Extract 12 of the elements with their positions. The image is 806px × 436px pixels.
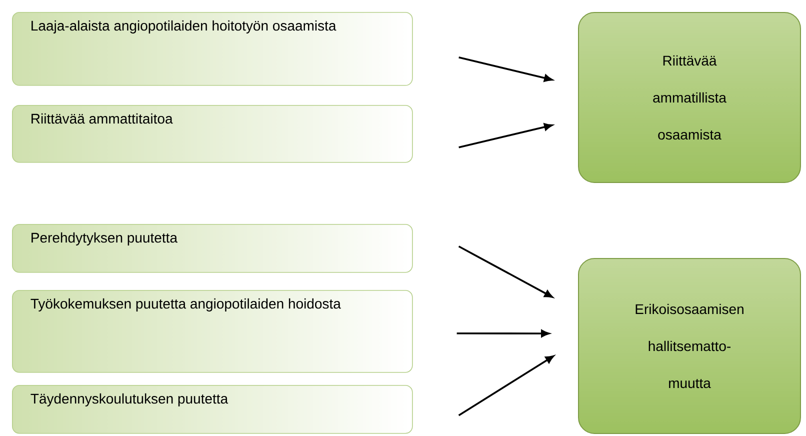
- text-box: Perehdytyksen puutetta: [12, 224, 413, 273]
- result-box: Riittävää ammatillista osaamista: [578, 12, 801, 183]
- arrow: [456, 330, 550, 338]
- text-box: Laaja-alaista angiopotilaiden hoitotyön osaamista: [12, 12, 413, 86]
- arrow: [458, 246, 553, 298]
- text-box: Täydennyskoulutuksen puutetta: [12, 385, 413, 434]
- text-box: Työkokemuksen puutetta angiopotilaiden hoidosta: [12, 290, 413, 373]
- arrow: [458, 355, 554, 416]
- arrow: [458, 56, 553, 82]
- text-box: Riittävää ammattitaitoa: [12, 105, 413, 163]
- result-box: Erikoisosaamisen hallitsematto- muutta: [578, 258, 801, 434]
- arrow: [458, 123, 553, 148]
